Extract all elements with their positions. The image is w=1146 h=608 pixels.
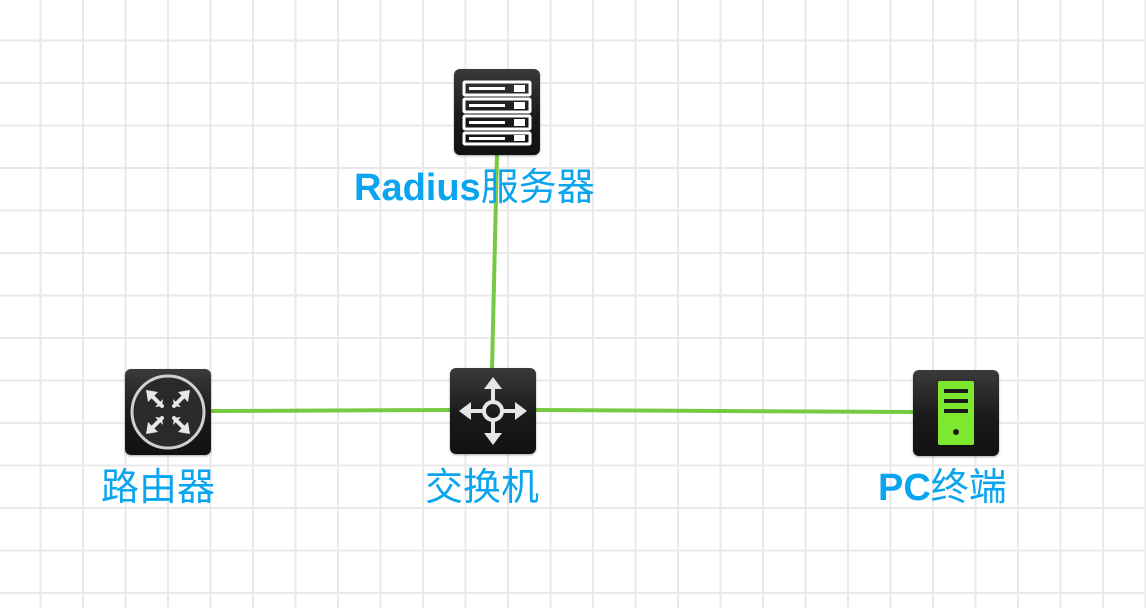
node-label: PC终端 bbox=[878, 468, 1007, 507]
link-switch-pc bbox=[533, 408, 915, 414]
node-label-latin: PC bbox=[878, 467, 931, 509]
node-label-cjk: 服务器 bbox=[480, 165, 595, 209]
link-radius-switch bbox=[490, 152, 499, 371]
node-label: 交换机 bbox=[425, 465, 540, 509]
server-icon bbox=[454, 69, 540, 155]
pc-icon bbox=[913, 370, 999, 456]
node-label: 路由器 bbox=[101, 465, 216, 509]
node-label: Radius服务器 bbox=[354, 168, 595, 207]
link-router-switch bbox=[209, 408, 453, 413]
router-icon bbox=[125, 369, 211, 455]
node-label-latin: Radius bbox=[354, 167, 481, 209]
switch-icon bbox=[450, 368, 536, 454]
node-label-cjk: 终端 bbox=[930, 465, 1007, 509]
